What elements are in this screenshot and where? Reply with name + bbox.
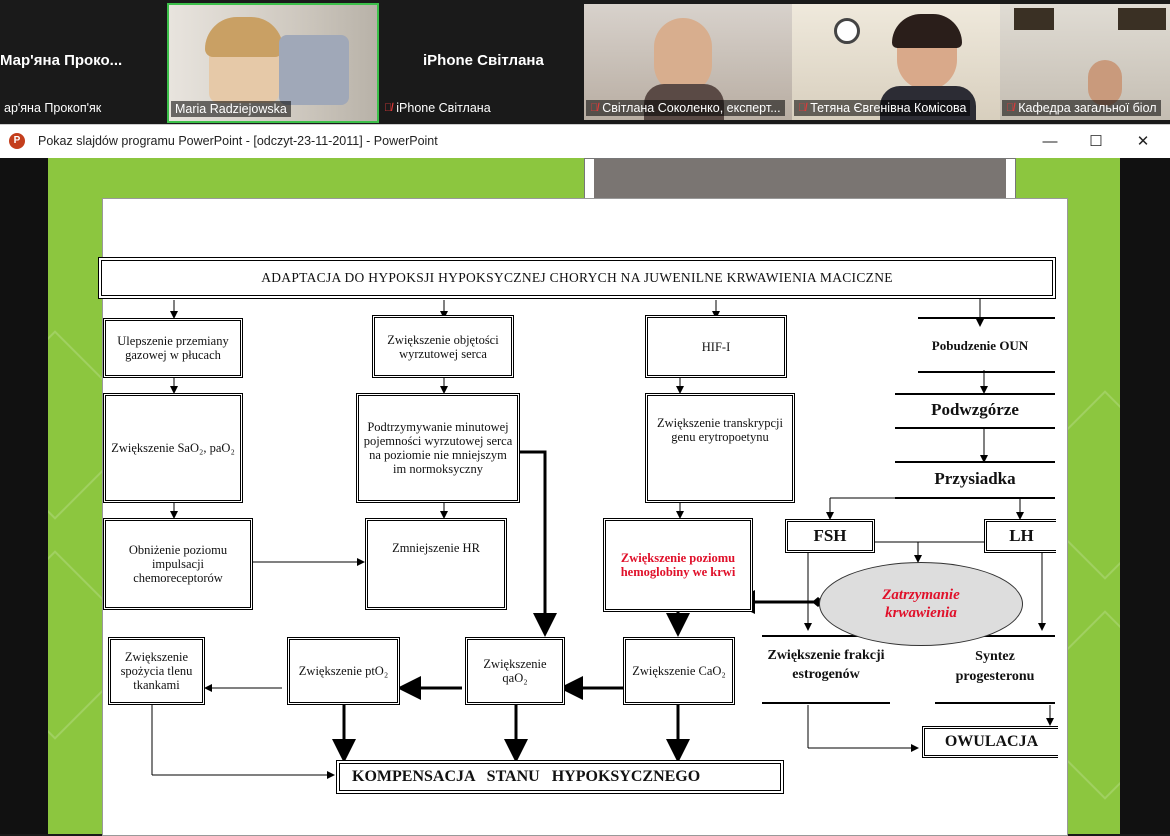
minimize-button[interactable]: — (1042, 133, 1058, 150)
participant-tile-tetiana[interactable]: 🎙̸Тетяна Євгенівна Комісова (792, 4, 1000, 120)
label-progesterone: Syntez progesteronu (955, 649, 1035, 684)
mic-muted-icon: 🎙̸ (384, 102, 393, 114)
box-lh: LH (984, 519, 1056, 553)
close-button[interactable]: ✕ (1136, 133, 1150, 150)
box-cardiac-output: Podtrzymywanie minutowej pojemności wyrz… (356, 393, 520, 503)
box-sao2: Zwiększenie SaO₂, paO₂ (103, 393, 243, 503)
participant-label-3: 🎙̸iPhone Світлана (384, 101, 491, 115)
participant-label-6: 🎙̸Кафедра загальної біол (1002, 100, 1161, 116)
window-title: Pokaz slajdów programu PowerPoint - [odc… (38, 134, 438, 148)
participant-tile-kafedra[interactable]: 🎙̸Кафедра загальної біол (1000, 4, 1170, 120)
participant-label-4: 🎙̸Світлана Соколенко, експерт... (586, 100, 785, 116)
label-pituitary: Przysiadka (934, 469, 1016, 488)
participant-name-3: iPhone Світлана (423, 52, 544, 69)
participant-label-2: Maria Radziejowska (171, 101, 291, 117)
box-fsh: FSH (785, 519, 875, 553)
label-cns: Pobudzenie OUN (931, 338, 1029, 353)
window-titlebar: P Pokaz slajdów programu PowerPoint - [o… (0, 124, 1170, 159)
box-gas-exchange: Ulepszenie przemiany gazowej w płucach (103, 318, 243, 378)
diagram-sheet (102, 198, 1068, 836)
box-qao2: Zwiększenie qaO₂ (465, 637, 565, 705)
wall-clock-icon (834, 18, 860, 44)
box-hemoglobin: Zwiększenie poziomu hemoglobiny we krwi (603, 518, 753, 612)
box-cao2: Zwiększenie CaO₂ (623, 637, 735, 705)
box-tissue-oxygen: Zwiększenie spożycia tlenu tkankami (108, 637, 205, 705)
box-erythropoietin: Zwiększenie transkrypcji genu erytropoet… (645, 393, 795, 503)
mic-muted-icon: 🎙̸ (1006, 102, 1015, 114)
participant-name-1: Мар'яна Проко... (0, 52, 123, 69)
box-stroke-volume: Zwiększenie objętości wyrzutowej serca (372, 315, 514, 378)
label-estrogens: Zwiększenie frakcji estrogenów (767, 648, 885, 682)
maximize-button[interactable]: ☐ (1089, 133, 1103, 150)
participant-tile-maria[interactable]: Maria Radziejowska (167, 3, 379, 123)
label-hypothalamus: Podwzgórze (931, 400, 1019, 419)
box-hif: HIF-I (645, 315, 787, 378)
box-hr: Zmniejszenie HR (365, 518, 507, 610)
box-pto2: Zwiększenie ptO₂ (287, 637, 400, 705)
box-compensation: KOMPENSACJA STANU HYPOKSYCZNEGO (336, 760, 784, 794)
participant-tile-svitlana[interactable]: 🎙̸Світлана Соколенко, експерт... (584, 4, 792, 120)
powerpoint-icon: P (9, 133, 25, 149)
video-strip: Мар'яна Проко... ар'яна Прокоп'як Maria … (0, 0, 1170, 124)
person-video (1088, 60, 1122, 106)
box-ovulation: OWULACJA (922, 726, 1058, 758)
participant-label-1: ар'яна Прокоп'як (4, 101, 102, 115)
participant-label-5: 🎙̸Тетяна Євгенівна Комісова (794, 100, 971, 116)
box-chemoreceptors: Obniżenie poziomu impulsacji chemorecept… (103, 518, 253, 610)
mic-muted-icon: 🎙̸ (798, 102, 807, 114)
diagram-title: ADAPTACJA DO HYPOKSJI HYPOKSYCZNEJ CHORY… (98, 257, 1056, 299)
person-video (654, 18, 712, 94)
mic-muted-icon: 🎙̸ (590, 102, 599, 114)
ellipse-bleeding-stop: Zatrzymanie krwawienia (819, 562, 1023, 646)
